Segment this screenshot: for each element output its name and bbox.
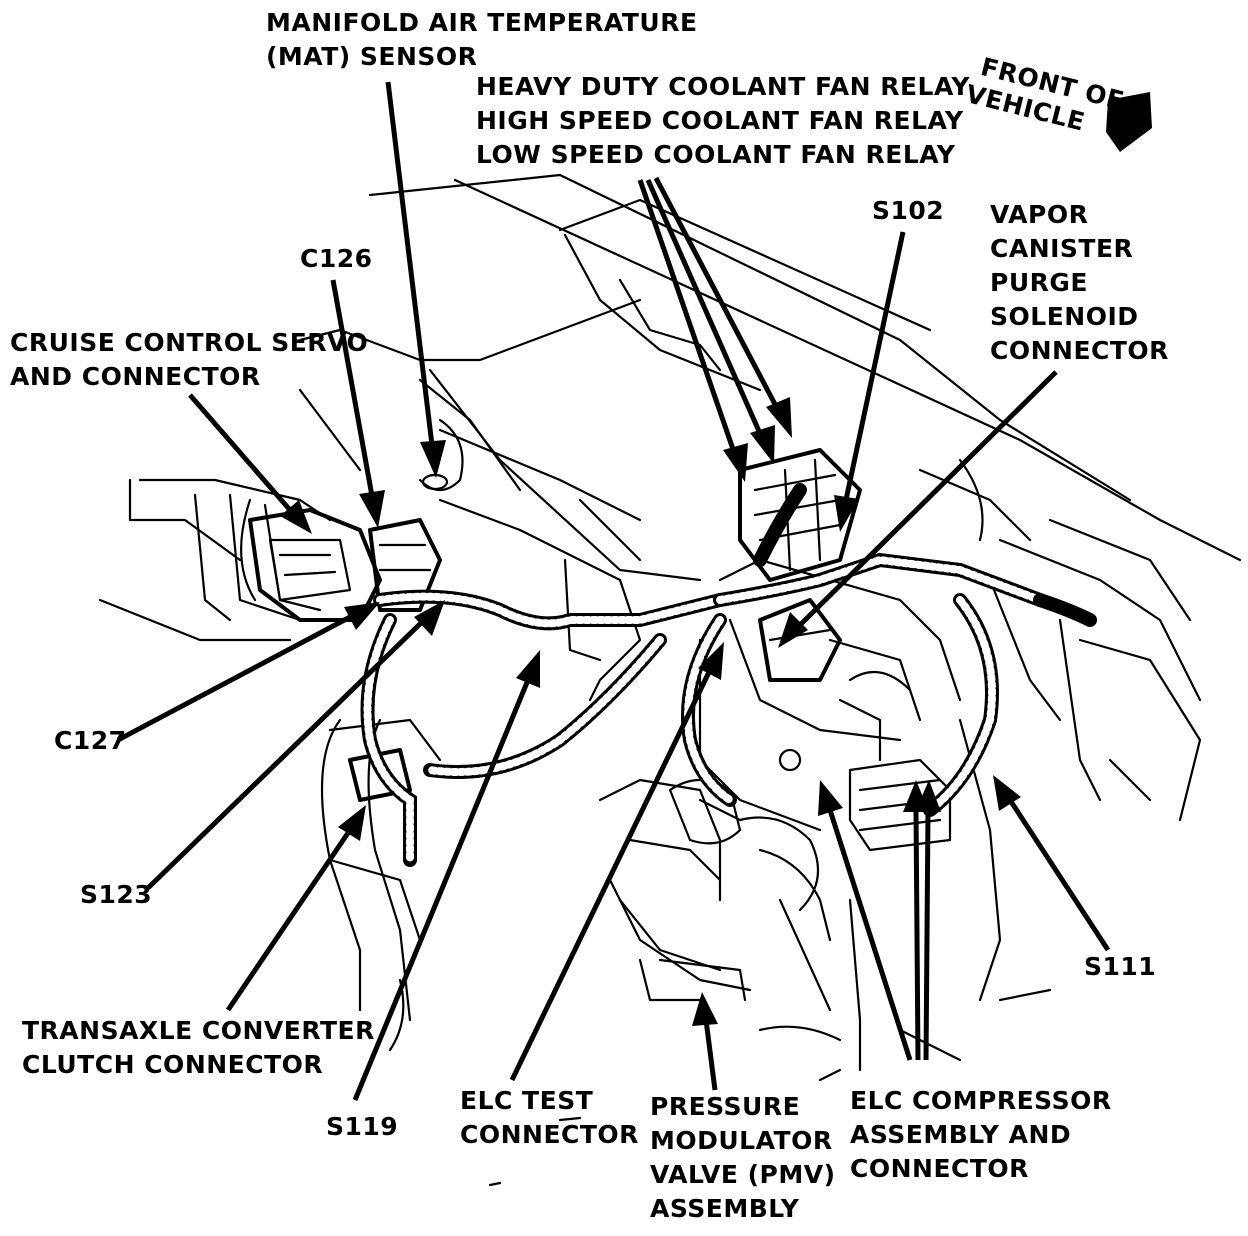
arrow-cruise-control <box>188 393 312 534</box>
arrow-high-speed-relay <box>645 178 775 464</box>
label-transaxle-connector: TRANSAXLE CONVERTER CLUTCH CONNECTOR <box>22 1016 375 1079</box>
arrow-elc-compressor-1 <box>818 780 913 1061</box>
label-pmv-assembly: PRESSURE MODULATOR VALVE (PMV) ASSEMBLY <box>650 1092 836 1223</box>
front-of-vehicle-arrow <box>1106 92 1152 152</box>
arrow-vapor-canister <box>778 370 1058 648</box>
label-s123: S123 <box>80 880 153 909</box>
label-cruise-control: CRUISE CONTROL SERVO AND CONNECTOR <box>10 328 369 391</box>
label-coolant-fan-relays: HEAVY DUTY COOLANT FAN RELAY HIGH SPEED … <box>476 72 971 169</box>
arrow-low-speed-relay <box>653 176 792 438</box>
arrow-pmv <box>692 992 718 1091</box>
label-vapor-canister: VAPOR CANISTER PURGE SOLENOID CONNECTOR <box>990 200 1169 365</box>
arrow-heavy-duty-relay <box>637 179 748 482</box>
arrow-c127 <box>116 602 380 743</box>
arrow-s119 <box>352 650 540 1101</box>
arrow-mat-sensor <box>385 81 446 478</box>
arrow-s111 <box>993 775 1111 952</box>
label-c127: C127 <box>54 726 127 755</box>
label-s102: S102 <box>872 196 945 225</box>
label-mat-sensor: MANIFOLD AIR TEMPERATURE (MAT) SENSOR <box>266 8 698 71</box>
arrow-elc-compressor-3 <box>915 780 941 1061</box>
label-s111: S111 <box>1084 952 1157 981</box>
arrow-c126 <box>330 279 385 528</box>
arrow-s123 <box>146 600 445 890</box>
arrow-elc-test <box>509 642 724 1082</box>
label-s119: S119 <box>326 1112 399 1141</box>
arrow-s102 <box>834 231 906 532</box>
label-elc-test-connector: ELC TEST CONNECTOR <box>460 1086 639 1149</box>
arrow-transaxle <box>225 805 366 1012</box>
label-elc-compressor: ELC COMPRESSOR ASSEMBLY AND CONNECTOR <box>850 1086 1112 1183</box>
label-c126: C126 <box>300 244 373 273</box>
